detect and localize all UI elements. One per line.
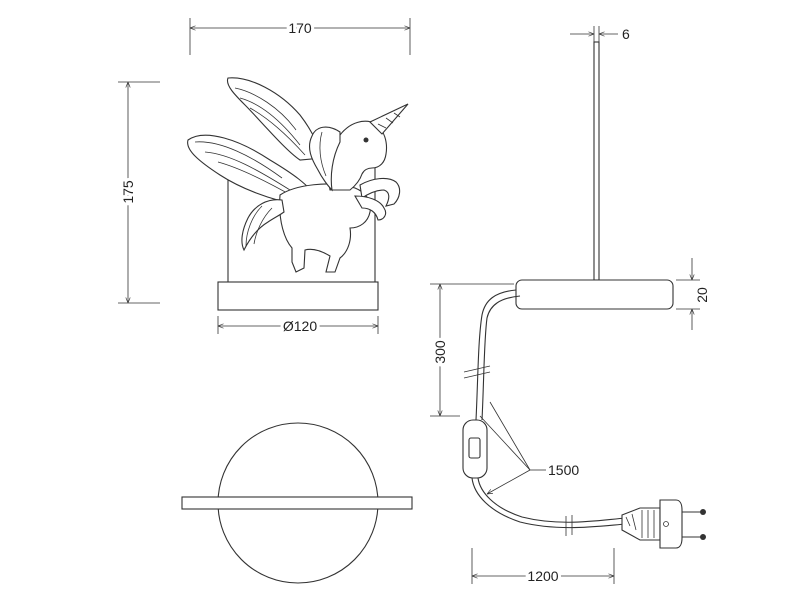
dim-label-diameter: Ø120 <box>283 318 317 334</box>
top-view <box>181 422 413 584</box>
unicorn-illustration <box>187 77 409 273</box>
dimension-base-20: 20 <box>676 258 710 330</box>
euro-plug <box>621 499 706 549</box>
inline-switch <box>462 419 488 479</box>
dim-label-175: 175 <box>120 180 136 204</box>
front-view: 170 175 Ø120 <box>117 17 411 337</box>
power-cable <box>475 289 517 421</box>
side-base <box>515 279 674 310</box>
dim-label-300: 300 <box>432 340 448 364</box>
dimension-width-170: 170 <box>189 17 411 55</box>
dimension-stem-6: 6 <box>570 26 630 42</box>
dim-label-1500: 1500 <box>548 462 579 478</box>
front-base <box>217 281 379 311</box>
side-view: 6 20 <box>429 26 710 587</box>
dimension-switch-300: 300 <box>429 283 514 417</box>
dim-label-20: 20 <box>694 287 710 303</box>
side-stem <box>593 41 600 281</box>
dimension-base-diameter: Ø120 <box>217 315 379 337</box>
dimension-height-175: 175 <box>117 81 160 304</box>
dim-label-6: 6 <box>622 26 630 42</box>
dimension-cable-1500: 1500 <box>479 401 579 494</box>
dim-label-170: 170 <box>288 20 312 36</box>
dim-label-1200: 1200 <box>527 568 558 584</box>
dimension-plug-1200: 1200 <box>471 548 615 587</box>
